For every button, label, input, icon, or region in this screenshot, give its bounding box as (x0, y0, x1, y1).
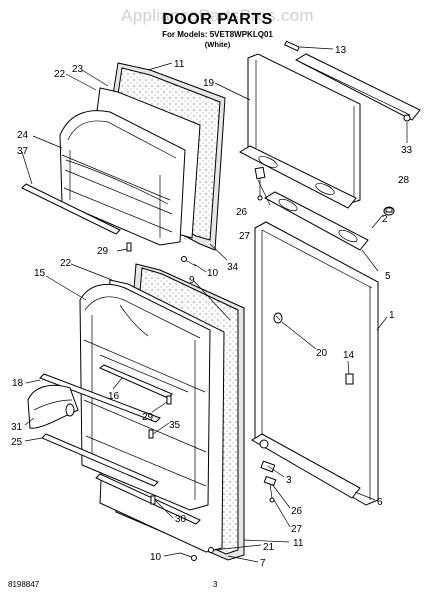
callout-10-upper: 10 (207, 268, 219, 279)
callout-27-lower: 27 (291, 524, 303, 535)
door-plug (208, 547, 214, 553)
door-bottom-trim (95, 473, 201, 525)
callouts: 13 11 22 23 19 24 37 33 28 26 27 2 29 10… (11, 45, 413, 569)
callout-9: 9 (189, 275, 195, 286)
door-clip-bottom (150, 495, 156, 505)
callout-13: 13 (335, 45, 347, 56)
hinge-pin (284, 40, 300, 52)
fresh-food-door-outer (254, 221, 379, 506)
callout-19: 19 (203, 78, 215, 89)
callout-33: 33 (401, 145, 413, 156)
freezer-shelf-clip (126, 242, 132, 252)
callout-15: 15 (34, 268, 46, 279)
callout-10-lower: 10 (150, 552, 162, 563)
callout-11-lower: 11 (293, 538, 304, 549)
callout-34: 34 (227, 262, 239, 273)
callout-14: 14 (343, 350, 355, 361)
callout-28: 28 (398, 175, 410, 186)
callout-5: 5 (385, 271, 391, 282)
page-title: DOOR PARTS (162, 11, 273, 28)
door-plug-button (383, 206, 395, 216)
fresh-food-door-liner (79, 283, 211, 511)
lower-door-cam (260, 460, 276, 473)
lower-door-cam-screw (263, 475, 277, 503)
callout-1: 1 (389, 310, 395, 321)
callout-35: 35 (169, 420, 181, 431)
freezer-screw (181, 256, 197, 267)
callout-25: 25 (11, 437, 23, 448)
callout-21: 21 (263, 542, 275, 553)
bottom-hinge-cover (251, 433, 361, 499)
callout-24: 24 (17, 130, 29, 141)
callout-7: 7 (260, 558, 266, 569)
callout-11-upper: 11 (174, 59, 185, 70)
callout-30: 30 (175, 514, 187, 525)
watermark: AppliancePartsPros.com (121, 6, 314, 25)
callout-26-upper: 26 (236, 207, 248, 218)
callout-27-upper: 27 (239, 231, 251, 242)
freezer-door-liner (59, 110, 186, 246)
door-clip-lower (148, 429, 154, 439)
freezer-door-shelf-bar (21, 183, 121, 235)
callout-31: 31 (11, 422, 23, 433)
callout-2: 2 (382, 214, 388, 225)
door-label-insert (345, 373, 354, 385)
page-number: 3 (213, 580, 218, 589)
callout-23: 23 (72, 64, 84, 75)
document-number: 8198847 (8, 580, 40, 589)
callout-37: 37 (17, 146, 29, 157)
door-stop (273, 312, 283, 324)
color-subtitle: (White) (204, 40, 231, 49)
callout-22-upper: 22 (54, 69, 66, 80)
door-shelf-bar-upper (39, 373, 161, 423)
callout-16: 16 (108, 391, 120, 402)
callout-29-lower: 29 (142, 412, 154, 423)
door-clip-upper (166, 395, 172, 405)
callout-3: 3 (286, 475, 292, 486)
callout-26-lower: 26 (291, 506, 303, 517)
callout-22-lower: 22 (60, 258, 72, 269)
freezer-door-bottom-trim (238, 145, 357, 209)
dairy-compartment-door (27, 384, 79, 429)
leader-lines (21, 46, 408, 563)
top-hinge-cap (294, 53, 421, 121)
door-shelf-bar-lower (41, 433, 159, 487)
model-subtitle: For Models: 5VET8WPKLQ01 (162, 30, 273, 39)
freezer-door-handle (263, 191, 369, 251)
callout-20: 20 (316, 348, 328, 359)
door-shelf-rail (99, 364, 173, 399)
fresh-food-screw (179, 552, 197, 561)
callout-18: 18 (12, 378, 24, 389)
callout-29-upper: 29 (97, 246, 109, 257)
callout-6: 6 (377, 497, 383, 508)
upper-door-cam (254, 166, 266, 201)
